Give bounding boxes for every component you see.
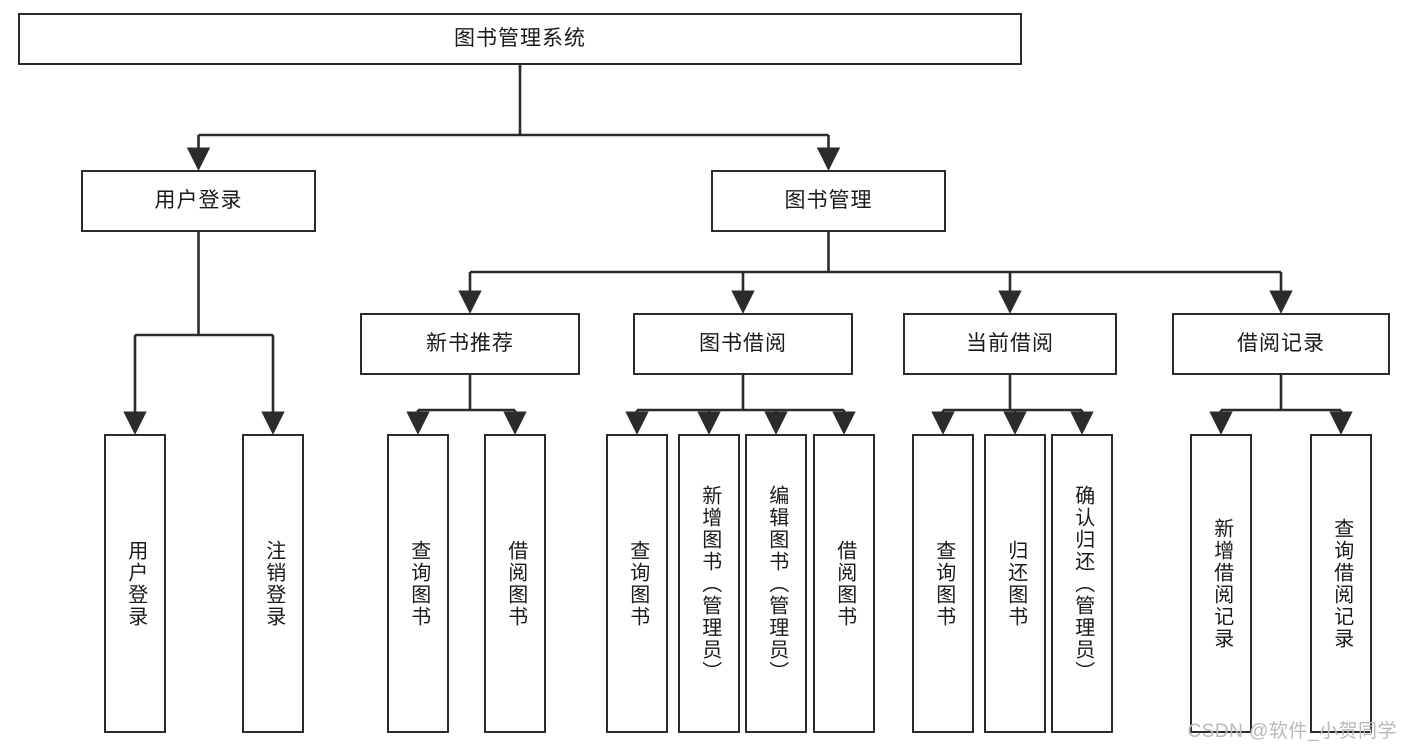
csdn-watermark: CSDN @软件_小贺同学	[1187, 721, 1397, 742]
leaf-node-label: 注销登录	[262, 539, 285, 628]
leaf-node-label: 归还图书	[1004, 539, 1027, 628]
leaf-node-box[interactable]: 查询图书	[387, 434, 449, 733]
leaf-node-label: 借阅图书	[833, 539, 856, 628]
level2-node-box[interactable]: 图书管理	[711, 170, 946, 232]
level3-node-label: 新书推荐	[426, 332, 514, 356]
leaf-node-box[interactable]: 借阅图书	[484, 434, 546, 733]
leaf-node-label: 查询图书	[407, 539, 430, 628]
leaf-node-box[interactable]: 新增图书（管理员）	[678, 434, 740, 733]
level3-node-box[interactable]: 借阅记录	[1172, 313, 1390, 375]
leaf-node-label: 新增借阅记录	[1210, 517, 1233, 650]
leaf-node-box[interactable]: 编辑图书（管理员）	[745, 434, 807, 733]
leaf-node-box[interactable]: 借阅图书	[813, 434, 875, 733]
root-node-label: 图书管理系统	[454, 27, 586, 51]
level3-node-box[interactable]: 图书借阅	[633, 313, 853, 375]
level2-node-label: 用户登录	[154, 189, 243, 213]
leaf-node-box[interactable]: 查询图书	[912, 434, 974, 733]
leaf-node-label: 查询图书	[626, 539, 649, 628]
leaf-node-box[interactable]: 归还图书	[984, 434, 1046, 733]
leaf-node-label: 编辑图书（管理员）	[765, 484, 788, 683]
root-node-box[interactable]: 图书管理系统	[18, 13, 1022, 65]
level3-node-box[interactable]: 当前借阅	[903, 313, 1117, 375]
leaf-node-box[interactable]: 确认归还（管理员）	[1051, 434, 1113, 733]
leaf-node-label: 查询借阅记录	[1330, 517, 1353, 650]
level3-node-label: 当前借阅	[966, 332, 1054, 356]
level3-node-box[interactable]: 新书推荐	[360, 313, 580, 375]
leaf-node-label: 新增图书（管理员）	[698, 484, 721, 683]
leaf-node-label: 查询图书	[932, 539, 955, 628]
leaf-node-label: 借阅图书	[504, 539, 527, 628]
leaf-node-label: 确认归还（管理员）	[1071, 484, 1094, 683]
leaf-node-label: 用户登录	[124, 539, 147, 628]
leaf-node-box[interactable]: 查询借阅记录	[1310, 434, 1372, 733]
leaf-node-box[interactable]: 新增借阅记录	[1190, 434, 1252, 733]
leaf-node-box[interactable]: 用户登录	[104, 434, 166, 733]
level3-node-label: 借阅记录	[1237, 332, 1325, 356]
level3-node-label: 图书借阅	[699, 332, 787, 356]
leaf-node-box[interactable]: 查询图书	[606, 434, 668, 733]
level2-node-label: 图书管理	[784, 189, 873, 213]
leaf-node-box[interactable]: 注销登录	[242, 434, 304, 733]
level2-node-box[interactable]: 用户登录	[81, 170, 316, 232]
